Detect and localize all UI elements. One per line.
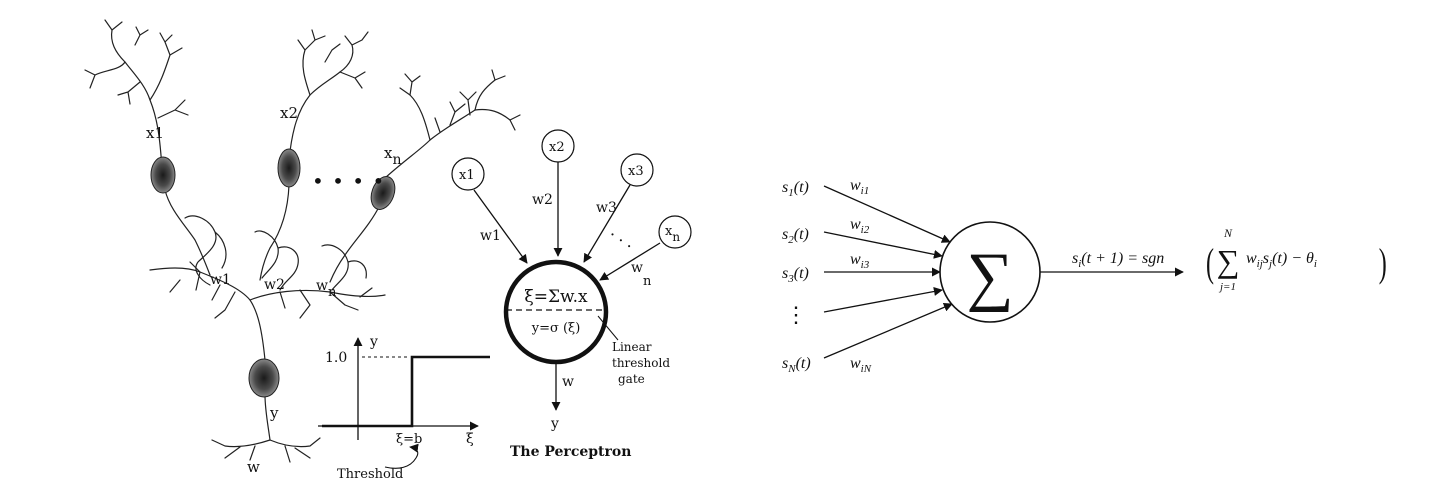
output-dendrite-branches <box>169 261 373 319</box>
threshold-label: Threshold <box>337 467 403 482</box>
perceptron-output-weight-label: w <box>562 374 574 390</box>
summation-icon: ∑ <box>966 240 1013 313</box>
svg-text:x2: x2 <box>549 140 565 155</box>
neuron-output-label: y <box>269 404 279 422</box>
perceptron-input-node-n: xn <box>658 215 692 249</box>
weight-label-2: wi2 <box>850 216 870 236</box>
step-function-plot: y 1.0 ξ=b ξ Threshold <box>318 334 490 482</box>
step-y-axis-label: y <box>369 334 378 350</box>
step-x-axis-label: ξ <box>466 431 474 447</box>
gate-pointer-line <box>597 315 619 341</box>
dendrite-tree-1 <box>84 19 189 169</box>
synapse-weight-label-1: w1 <box>210 272 231 288</box>
unit-input-arrow-1 <box>823 185 951 243</box>
neuron-output-weight-label: w <box>247 458 260 476</box>
perceptron-weight-label-n: wn <box>631 260 652 289</box>
perceptron-input-node-1: x1 <box>451 157 485 191</box>
neuron-input-label-2: x2 <box>280 104 298 122</box>
input-neuron-soma-1 <box>150 156 176 194</box>
synapse-tangle-3 <box>321 244 367 291</box>
axon-3 <box>329 204 381 283</box>
perceptron-weight-label-3: w3 <box>596 200 617 216</box>
perceptron-arrow-1 <box>473 189 528 264</box>
input-neuron-soma-n <box>370 176 396 210</box>
equation-left-paren: ( <box>1206 242 1214 286</box>
equation-lhs: si(t + 1) = sgn <box>1072 250 1164 270</box>
perceptron-input-node-2: x2 <box>541 129 575 163</box>
signal-label-1: s1(t) <box>782 179 809 199</box>
perceptron-diagram: x1 x2 x3 xn w1 w2 w3 wn · · · ξ=Σw.x y=σ… <box>451 129 692 460</box>
equation-sum-lower: j=1 <box>1218 281 1236 293</box>
perceptron-input-dots: · · · <box>605 225 637 255</box>
step-function-curve <box>322 355 490 428</box>
dendrite-tree-2 <box>288 29 369 161</box>
neuron-ellipsis: • • • • <box>312 169 385 193</box>
synapse-tangle-1 <box>184 215 227 286</box>
biological-neuron-sketch <box>84 19 521 463</box>
perceptron-weight-label-2: w2 <box>532 192 553 208</box>
signal-vertical-ellipsis: ⋮ <box>785 302 807 327</box>
perceptron-arrow-n <box>599 242 661 281</box>
output-neuron-soma <box>248 358 280 398</box>
unit-input-arrow-2 <box>823 231 943 259</box>
signal-label-2: s2(t) <box>782 226 809 246</box>
perceptron-input-node-3: x3 <box>620 153 654 187</box>
unit-input-arrow-4 <box>823 287 943 313</box>
neuron-input-label-n: xn <box>384 144 402 168</box>
signal-label-3: s3(t) <box>782 265 809 285</box>
axon-terminals <box>211 437 321 463</box>
step-level-label: 1.0 <box>325 350 347 366</box>
perceptron-sum-label: ξ=Σw.x <box>524 287 588 307</box>
dendrite-tree-3 <box>384 69 521 179</box>
perceptron-activation-label: y=σ (ξ) <box>531 321 581 336</box>
input-neuron-soma-2 <box>277 148 301 188</box>
synapse-tangle-2 <box>254 230 299 291</box>
neuron-input-label-1: x1 <box>146 124 164 142</box>
output-dendrite-left <box>149 267 266 361</box>
equation-sum-body: wijsj(t) − θi <box>1246 250 1317 270</box>
weight-label-3: wi3 <box>850 251 870 271</box>
svg-text:xn: xn <box>665 224 680 244</box>
gate-label: Linear threshold gate <box>612 340 674 386</box>
weight-label-N: wiN <box>850 355 872 375</box>
perceptron-weight-label-1: w1 <box>480 228 501 244</box>
equation-right-paren: ) <box>1379 242 1387 286</box>
perceptron-output-label: y <box>550 416 559 432</box>
signal-label-N: sN(t) <box>782 355 811 375</box>
equation-sum-symbol: ∑ <box>1217 243 1240 279</box>
perceptron-node <box>503 259 609 365</box>
synapse-weight-label-2: w2 <box>264 277 285 293</box>
axon-1 <box>164 189 211 276</box>
equation-sum-upper: N <box>1223 226 1233 240</box>
step-threshold-tick-label: ξ=b <box>396 432 422 447</box>
weight-label-1: wi1 <box>850 177 869 197</box>
unit-input-arrow-N <box>823 303 953 359</box>
output-axon <box>264 394 271 441</box>
hopfield-unit-diagram: ∑ s1(t) s2(t) s3(t) sN(t) ⋮ wi1 wi2 wi3 … <box>782 177 1387 375</box>
axon-2 <box>259 184 290 281</box>
perceptron-arrow-3 <box>583 184 631 263</box>
svg-text:x3: x3 <box>628 164 644 179</box>
svg-text:x1: x1 <box>459 168 475 183</box>
output-update-equation: si(t + 1) = sgn ( ∑ N j=1 wijsj(t) − θi … <box>1072 226 1387 293</box>
synapse-weight-label-n: wn <box>316 278 337 300</box>
perceptron-caption: The Perceptron <box>510 444 631 460</box>
threshold-pointer-arrow <box>384 443 419 469</box>
